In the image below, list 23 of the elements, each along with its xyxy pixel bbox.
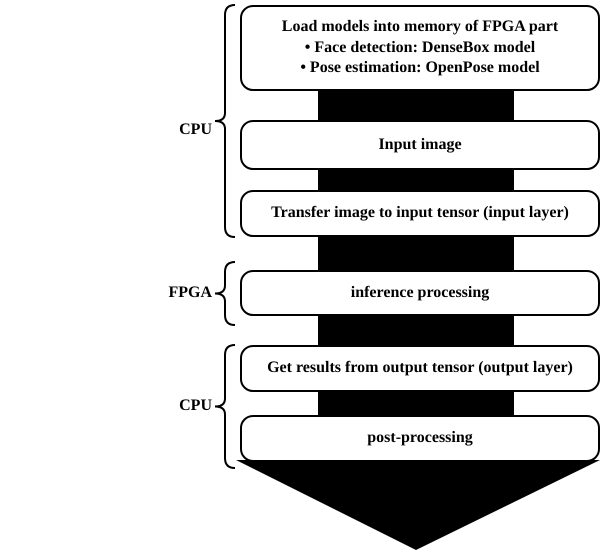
connector-bar bbox=[318, 91, 514, 120]
processor-label: FPGA bbox=[168, 284, 212, 302]
process-box bbox=[240, 120, 600, 170]
step-text: Load models into memory of FPGA part bbox=[282, 16, 558, 37]
connector-bar bbox=[318, 170, 514, 190]
step-text: inference processing bbox=[350, 282, 490, 303]
step-text: Input image bbox=[378, 134, 462, 155]
processor-label: CPU bbox=[179, 121, 212, 139]
connector-bar bbox=[318, 316, 514, 345]
step-text: Get results from output tensor (output layer) bbox=[267, 358, 573, 378]
connector-bar bbox=[318, 392, 514, 415]
step-text: post-processing bbox=[367, 428, 473, 448]
processor-label: CPU bbox=[179, 397, 212, 415]
process-box bbox=[240, 345, 600, 392]
connector-bar bbox=[318, 237, 514, 270]
bullet-item: • Pose estimation: OpenPose model bbox=[300, 58, 540, 78]
process-box bbox=[240, 415, 600, 462]
block-arrow bbox=[236, 460, 600, 550]
bullet-item: • Face detection: DenseBox model bbox=[304, 38, 536, 58]
step-text: Transfer image to input tensor (input layer) bbox=[271, 203, 569, 224]
process-box bbox=[240, 190, 600, 237]
process-box bbox=[240, 270, 600, 316]
process-box bbox=[240, 5, 600, 91]
